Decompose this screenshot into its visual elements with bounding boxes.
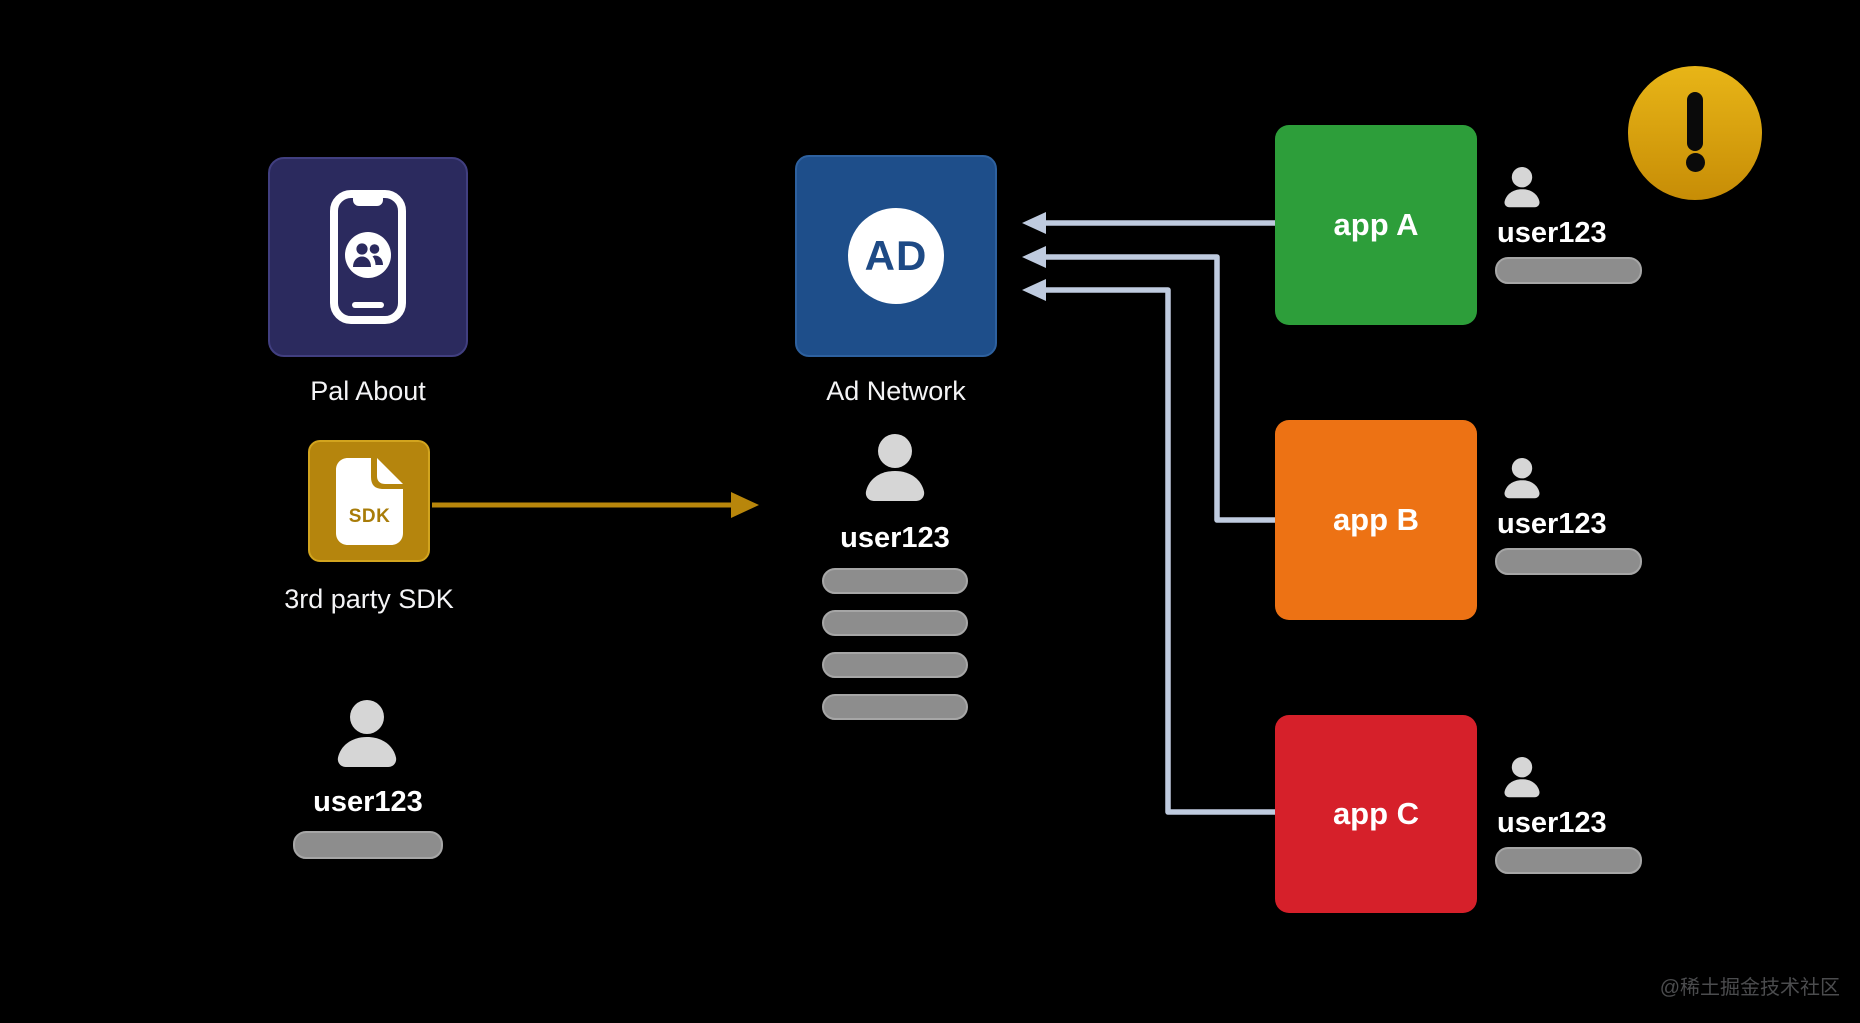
app-b-node: app B: [1275, 420, 1477, 620]
profile-data-bars: [293, 831, 443, 859]
user-name: user123: [1497, 807, 1607, 839]
exclamation-warning-icon: [1628, 66, 1762, 200]
phone-with-users-icon: [330, 190, 406, 324]
user-name: user123: [1497, 217, 1607, 249]
pal-about-node: [268, 157, 468, 357]
app-c-node: app C: [1275, 715, 1477, 913]
person-icon: [1504, 458, 1540, 499]
sdk-label: 3rd party SDK: [284, 584, 454, 614]
person-icon: [1504, 757, 1540, 798]
pal-about-label: Pal About: [310, 376, 426, 406]
skeleton-bar: [1495, 847, 1642, 874]
user-name: user123: [840, 522, 950, 554]
skeleton-bar: [1495, 548, 1642, 575]
exclamation-bar: [1687, 92, 1703, 151]
watermark: @稀土掘金技术社区: [1659, 977, 1840, 999]
skeleton-bar: [822, 610, 968, 636]
skeleton-bar: [293, 831, 443, 859]
two-users-icon: [353, 243, 383, 267]
skeleton-bar: [1495, 257, 1642, 284]
profile-data-bars: [1495, 548, 1642, 575]
app-c-label: app C: [1332, 796, 1420, 831]
skeleton-bar: [822, 652, 968, 678]
app-b-label: app B: [1332, 502, 1420, 537]
arrowhead-icon: [731, 492, 759, 518]
ad-network-label: Ad Network: [826, 376, 966, 406]
profile-data-bars: [1495, 257, 1642, 284]
arrowhead-icon: [1022, 212, 1046, 234]
person-icon: [1504, 167, 1540, 208]
user-name: user123: [1497, 508, 1607, 540]
app-a-label: app A: [1333, 207, 1419, 242]
exclamation-dot: [1686, 153, 1705, 172]
arrowhead-icon: [1022, 246, 1046, 268]
ad-network-node: AD: [795, 155, 997, 357]
ad-logo-text: AD: [864, 232, 928, 279]
profile-data-bars: [1495, 847, 1642, 874]
person-icon: [337, 700, 397, 767]
sdk-file-label: SDK: [348, 506, 390, 527]
document-file-icon: SDK: [335, 457, 403, 545]
user-name: user123: [313, 786, 423, 818]
skeleton-bar: [822, 694, 968, 720]
sdk-node: SDK: [308, 440, 430, 562]
connector-app-a: [1022, 212, 1275, 234]
arrowhead-icon: [1022, 279, 1046, 301]
profile-data-bars: [822, 568, 968, 720]
connector-app-b: [1022, 246, 1275, 523]
connector-app-c: [1022, 279, 1275, 815]
app-a-node: app A: [1275, 125, 1477, 325]
ad-circle-badge-icon: AD: [848, 208, 944, 304]
sdk-to-adnetwork-arrow: [432, 492, 759, 518]
skeleton-bar: [822, 568, 968, 594]
person-icon: [865, 434, 925, 501]
